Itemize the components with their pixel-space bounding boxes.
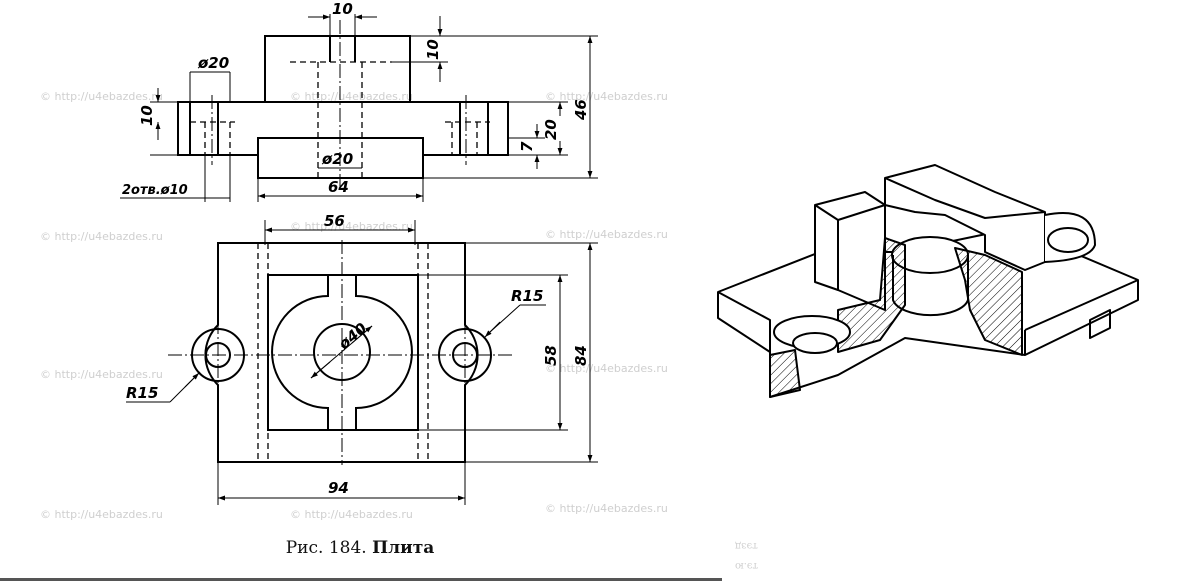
watermarks: © http://u4ebazdes.ru © http://u4ebazdes… [40,90,668,521]
watermark-9: © http://u4ebazdes.ru [40,508,163,521]
dim-width-94: 94 [328,479,349,497]
bore-left [271,275,329,430]
top-hidden-lines [257,243,429,462]
dim-slot-width: 10 [332,0,353,18]
top-center-lines [168,240,515,465]
iso-cut-face-left [837,237,906,353]
iso-base-edge-left [717,291,771,352]
iso-cut-face-right [954,247,1023,356]
dim-holes-note: 2отв.ø10 [122,183,188,198]
dim-radius-right: R15 [511,287,543,305]
iso-right-hole [1047,227,1089,253]
iso-base-top-right [1024,279,1139,331]
iso-left-hole-inner [792,332,838,354]
front-dimension-lines [120,14,598,202]
figure-caption: Рис. 184. Плита [0,538,720,558]
watermark-4: © http://u4ebazdes.ru [40,230,163,243]
dim-height-84: 84 [572,345,590,366]
iso-right-block [884,164,1046,271]
watermark-1: © http://u4ebazdes.ru [40,90,163,103]
stray-mark-1: тэзд [735,540,758,551]
watermark-6: © http://u4ebazdes.ru [545,228,668,241]
watermark-7: © http://u4ebazdes.ru [40,368,163,381]
dim-width-56: 56 [324,212,345,230]
dim-top-height: 10 [424,39,442,60]
dim-width-64: 64 [328,178,349,196]
bottom-rule [0,578,722,581]
iso-right-block-top-edge [884,177,1046,219]
dim-dia-center: ø20 [321,150,353,168]
isometric-view [717,164,1139,398]
watermark-8: © http://u4ebazdes.ru [545,362,668,375]
dim-height-58: 58 [542,345,560,366]
stray-mark-2: тэ.ю [735,560,759,571]
dim-height-7: 7 [518,141,536,152]
top-inner-block [267,274,419,431]
caption-prefix: Рис. 184. [285,538,367,558]
dim-height-20: 20 [542,119,560,140]
watermark-5: © http://u4ebazdes.ru [290,220,413,233]
dim-flange-height: 10 [138,105,156,126]
front-center-lines [211,20,467,190]
iso-cut-face-front [769,349,801,398]
iso-bottom-step [1089,309,1111,339]
dim-dia-top: ø20 [197,54,229,72]
watermark-10: © http://u4ebazdes.ru [290,508,413,521]
top-dimension-lines [126,220,598,505]
dim-radius-left: R15 [126,384,158,402]
watermark-3: © http://u4ebazdes.ru [545,90,668,103]
bore-right [355,275,413,430]
watermark-11: © http://u4ebazdes.ru [545,502,668,515]
dim-total-height: 46 [572,99,590,121]
watermark-2: © http://u4ebazdes.ru [290,90,413,103]
caption-title: Плита [372,538,435,558]
